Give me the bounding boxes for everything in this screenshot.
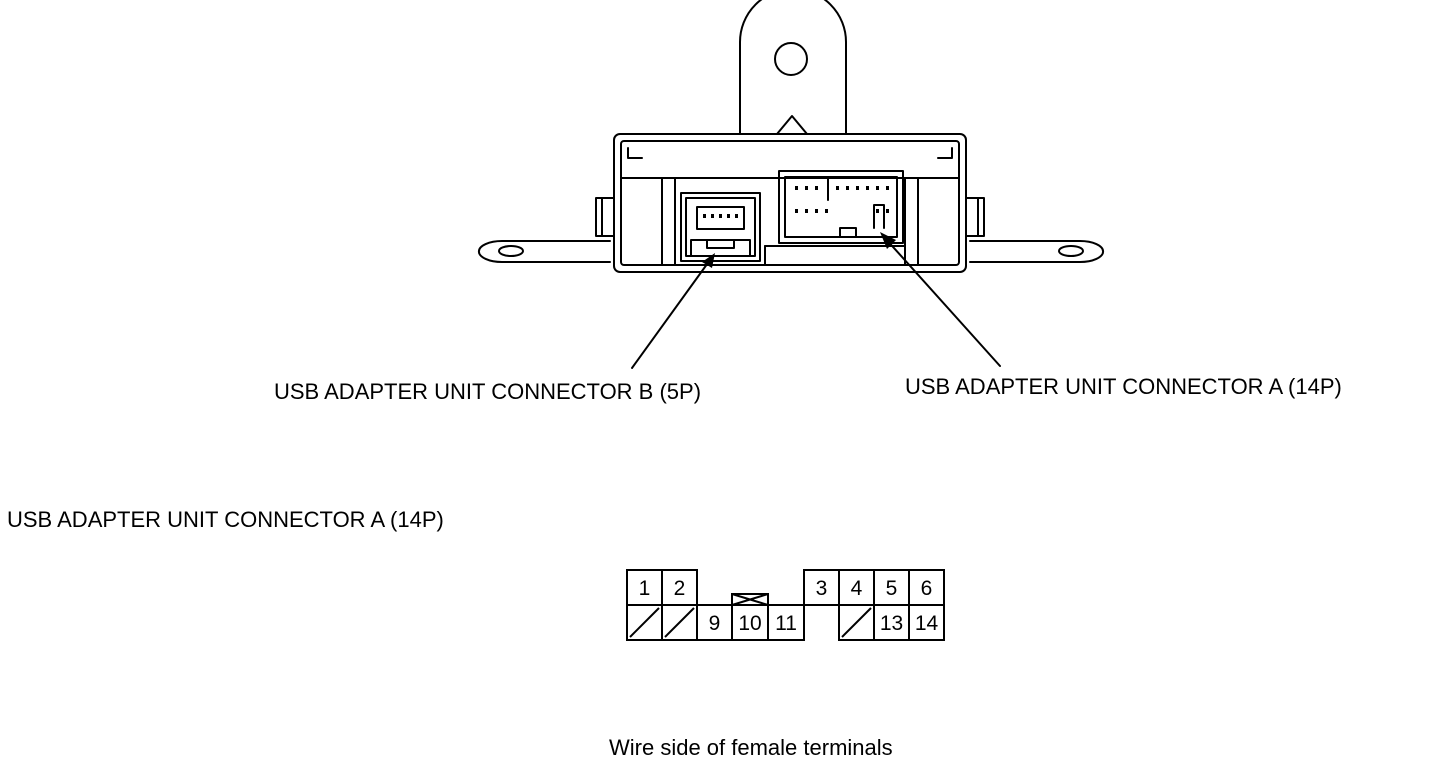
terminal-cell — [767, 604, 805, 641]
terminal-number: 14 — [915, 612, 939, 635]
arrowhead-a — [880, 232, 896, 249]
terminal-number: 13 — [880, 612, 903, 635]
terminal-number: 1 — [639, 577, 651, 600]
terminal-number: 5 — [886, 577, 898, 600]
connector-b-pins — [703, 214, 738, 218]
unused-terminal-slash — [664, 607, 695, 638]
terminal-number: 11 — [775, 612, 797, 635]
terminal-view-caption: Wire side of female terminals — [609, 735, 893, 760]
connector-a-terminal-view — [626, 569, 945, 641]
connector-a-title: USB ADAPTER UNIT CONNECTOR A (14P) — [7, 507, 444, 532]
right-side-bracket — [965, 197, 1105, 263]
terminal-number: 4 — [851, 577, 863, 600]
connector-a-callout-label: USB ADAPTER UNIT CONNECTOR A (14P) — [905, 374, 1342, 399]
terminal-number: 3 — [816, 577, 828, 600]
unused-terminal-slash — [841, 607, 872, 638]
connector-a-14p — [778, 170, 904, 244]
left-side-bracket — [477, 197, 615, 263]
terminal-cell — [908, 604, 945, 641]
leader-line-b — [631, 259, 711, 369]
unit-body — [613, 133, 967, 273]
connector-b-5p — [680, 192, 761, 262]
terminal-number: 2 — [674, 577, 686, 600]
terminal-number: 10 — [738, 612, 761, 635]
unused-terminal-slash — [629, 607, 660, 638]
lock-tab — [731, 593, 769, 606]
arrowhead-b — [702, 253, 715, 268]
top-mounting-bracket — [739, 0, 847, 135]
leader-line-a — [884, 237, 1001, 367]
terminal-number: 6 — [921, 577, 933, 600]
connector-a-pins — [795, 186, 889, 213]
terminal-number: 9 — [709, 612, 721, 635]
connector-b-label: USB ADAPTER UNIT CONNECTOR B (5P) — [274, 379, 702, 404]
